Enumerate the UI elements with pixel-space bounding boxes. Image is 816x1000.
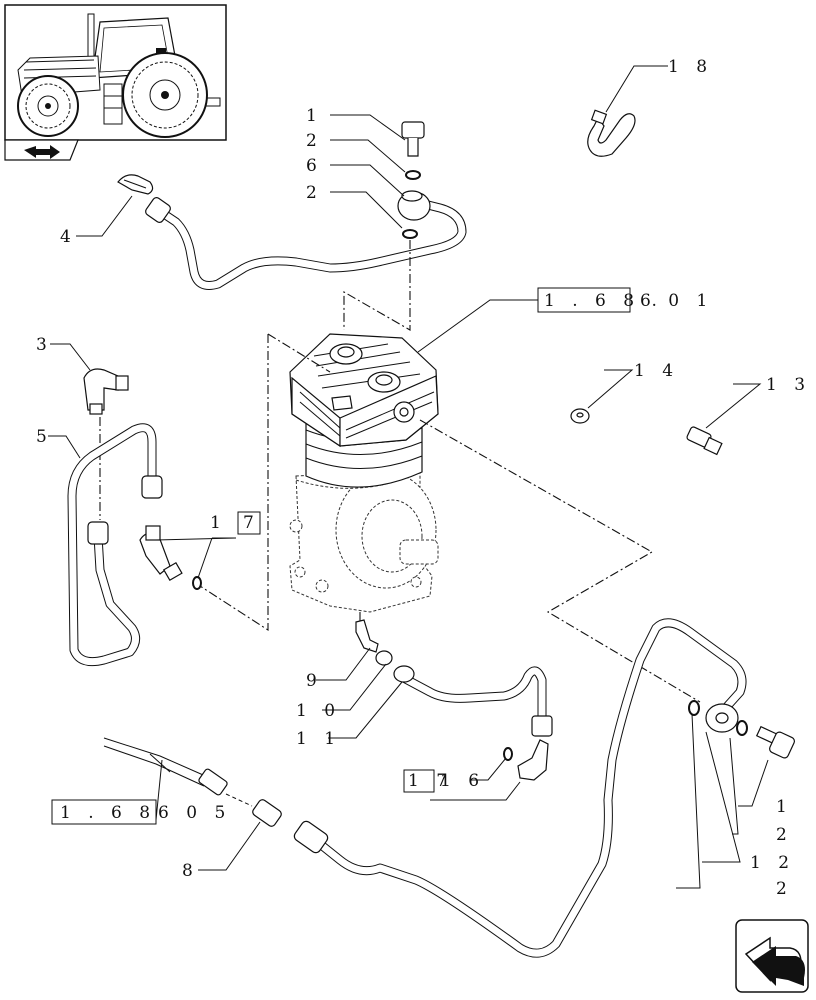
leader-lines <box>48 65 769 889</box>
callout-labels: 1 2 6 2 4 1 8 3 5 1 4 1 3 9 1 0 1 1 8 1 … <box>36 57 811 899</box>
callout-2-top-a: 2 <box>306 131 323 151</box>
callout-6: 6 <box>306 156 323 176</box>
callout-12: 1 2 <box>750 853 795 873</box>
callout-9: 9 <box>306 671 323 691</box>
callout-1-top: 1 <box>306 106 323 126</box>
reference-157[interactable]: 1 5 7 <box>210 511 261 535</box>
tractor-thumbnail <box>4 4 227 141</box>
callout-10: 1 0 <box>296 701 341 721</box>
callout-2-right-a: 2 <box>776 825 793 845</box>
callout-13: 1 3 <box>766 375 811 395</box>
left-return-pipe <box>67 368 202 667</box>
reference-1716[interactable]: 1 7 1 6 <box>403 769 485 793</box>
lower-small-pipe <box>355 619 553 781</box>
plug-13 <box>686 426 723 456</box>
top-delivery-pipe <box>117 121 467 290</box>
callout-18: 1 8 <box>668 57 713 77</box>
callout-11: 1 1 <box>296 729 341 749</box>
ref-1716-text: 1 6 <box>440 771 485 791</box>
callout-8: 8 <box>182 861 199 881</box>
callout-1-right: 1 <box>776 797 793 817</box>
nav-tab-arrow-icon[interactable] <box>4 139 79 161</box>
ref-168-601-boxed: 1 . 6 8 . <box>544 291 663 311</box>
callout-2-top-b: 2 <box>306 183 323 203</box>
clip-18 <box>587 109 636 157</box>
assembly-line-right <box>419 419 701 703</box>
ref-157-boxed: 7 <box>243 513 260 533</box>
callout-3: 3 <box>36 335 53 355</box>
reference-168-601[interactable]: 1 . 6 8 . 6 0 1 <box>537 287 713 313</box>
ref-1716-boxed: 1 7 <box>408 771 453 791</box>
ref-168-605-boxed: 1 . 6 8 <box>60 803 156 823</box>
ref-168-605-rest: 6 0 5 <box>158 803 231 823</box>
connector-8 <box>103 737 282 827</box>
assembly-line-left-b <box>267 333 331 373</box>
callout-2-right-b: 2 <box>776 879 793 899</box>
compressor <box>289 333 439 613</box>
long-delivery-pipe <box>293 618 795 958</box>
washer-14 <box>570 408 590 424</box>
callout-4: 4 <box>60 227 77 247</box>
assembly-line-left <box>199 334 269 632</box>
next-page-arrow-icon[interactable] <box>735 919 809 993</box>
callout-5: 5 <box>36 427 53 447</box>
reference-168-605[interactable]: 1 . 6 8 6 0 5 <box>51 799 231 825</box>
callout-14: 1 4 <box>634 361 679 381</box>
ref-168-601-rest: 6 0 1 <box>640 291 713 311</box>
